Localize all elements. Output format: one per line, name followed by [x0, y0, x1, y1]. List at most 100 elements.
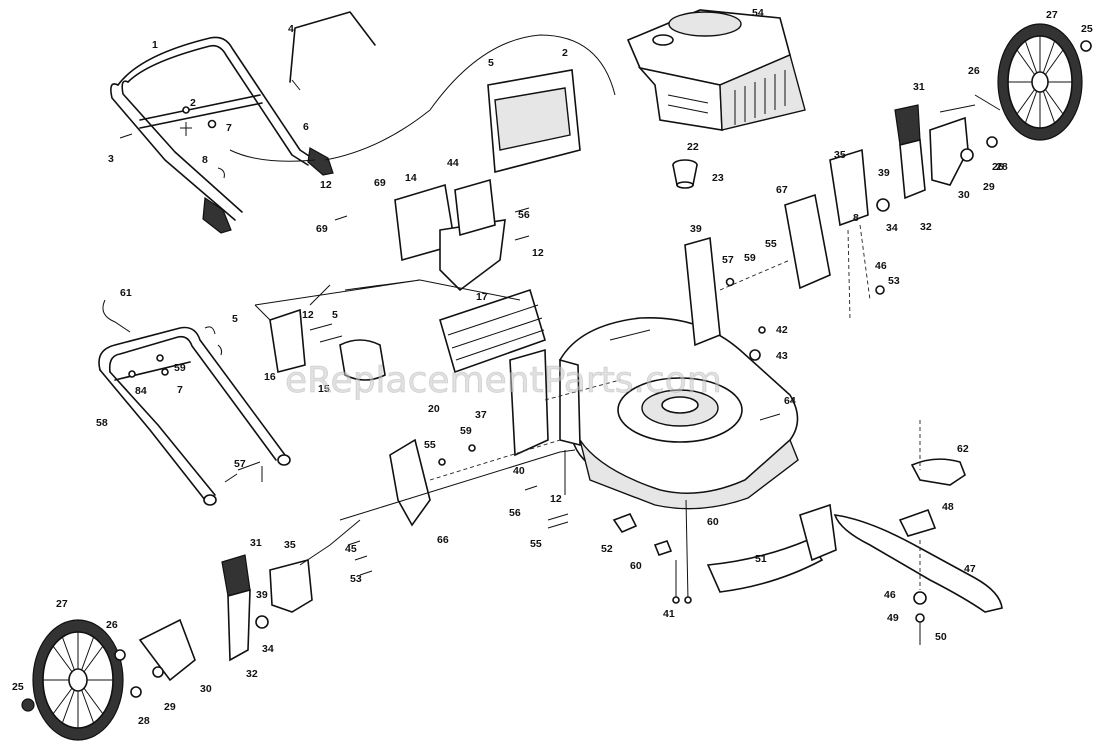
part-labels: 1 2 2 3 4 5 5 5 6 7 7 8 8 12 12 12 12 14…	[12, 7, 1093, 727]
label-25: 25	[1081, 23, 1093, 35]
label-60: 60	[707, 516, 719, 528]
label-22: 22	[687, 141, 699, 153]
label-6: 6	[303, 121, 309, 133]
label-8: 8	[202, 154, 208, 166]
label-32: 32	[246, 668, 258, 680]
label-2: 2	[190, 97, 196, 109]
label-7: 7	[226, 122, 232, 134]
label-41: 41	[663, 608, 675, 620]
label-30: 30	[958, 189, 970, 201]
label-7: 7	[177, 384, 183, 396]
rear-wheel-right	[997, 23, 1092, 141]
label-40: 40	[513, 465, 525, 477]
label-55: 55	[765, 238, 777, 250]
small-hardware	[309, 207, 885, 604]
mower-deck	[559, 316, 799, 510]
label-26: 26	[992, 161, 1004, 173]
label-64: 64	[784, 395, 796, 407]
label-60: 60	[630, 560, 642, 572]
height-adjuster-right	[829, 94, 1001, 321]
label-52: 52	[601, 543, 613, 555]
label-56: 56	[518, 209, 530, 221]
label-46: 46	[875, 260, 887, 272]
label-46: 46	[884, 589, 896, 601]
engine	[626, 9, 806, 189]
label-56: 56	[509, 507, 521, 519]
label-8: 8	[853, 212, 859, 224]
label-55: 55	[530, 538, 542, 550]
label-30: 30	[200, 683, 212, 695]
label-15: 15	[318, 383, 330, 395]
label-14: 14	[405, 172, 417, 184]
label-50: 50	[935, 631, 947, 643]
label-12: 12	[532, 247, 544, 259]
rear-wheel-left	[21, 619, 124, 741]
watermark: eReplacementParts.com	[285, 360, 722, 401]
label-39: 39	[690, 223, 702, 235]
label-34: 34	[886, 222, 898, 234]
label-55: 55	[424, 439, 436, 451]
label-31: 31	[913, 81, 925, 93]
label-35: 35	[834, 149, 846, 161]
label-32: 32	[920, 221, 932, 233]
label-16: 16	[264, 371, 276, 383]
label-69: 69	[316, 223, 328, 235]
label-62: 62	[957, 443, 969, 455]
rear-door-assembly	[254, 69, 581, 381]
label-58: 58	[96, 417, 108, 429]
label-66: 66	[437, 534, 449, 546]
label-34: 34	[262, 643, 274, 655]
label-44: 44	[447, 157, 459, 169]
label-42: 42	[776, 324, 788, 336]
label-25: 25	[12, 681, 24, 693]
label-61: 61	[120, 287, 132, 299]
label-51: 51	[755, 553, 767, 565]
label-47: 47	[964, 563, 976, 575]
label-35: 35	[284, 539, 296, 551]
label-84: 84	[135, 385, 147, 397]
blade-assembly	[833, 420, 1003, 645]
label-5: 5	[488, 57, 494, 69]
label-37: 37	[475, 409, 487, 421]
label-26: 26	[968, 65, 980, 77]
label-31: 31	[250, 537, 262, 549]
label-29: 29	[983, 181, 995, 193]
label-59: 59	[460, 425, 472, 437]
label-49: 49	[887, 612, 899, 624]
label-12: 12	[302, 309, 314, 321]
label-59: 59	[744, 252, 756, 264]
label-69: 69	[374, 177, 386, 189]
axle-brackets	[339, 193, 831, 527]
label-28: 28	[138, 715, 150, 727]
lower-handle	[98, 299, 291, 506]
label-53: 53	[888, 275, 900, 287]
label-17: 17	[476, 291, 488, 303]
label-28: 28	[996, 161, 1008, 173]
label-54: 54	[752, 7, 764, 19]
label-2: 2	[562, 47, 568, 59]
label-59: 59	[174, 362, 186, 374]
label-12: 12	[550, 493, 562, 505]
label-57: 57	[234, 458, 246, 470]
label-39: 39	[878, 167, 890, 179]
control-bail	[289, 11, 376, 91]
label-12: 12	[320, 179, 332, 191]
label-67: 67	[776, 184, 788, 196]
label-1: 1	[152, 39, 158, 51]
mulch-plug	[706, 503, 837, 593]
label-23: 23	[712, 172, 724, 184]
label-48: 48	[942, 501, 954, 513]
label-45: 45	[345, 543, 357, 555]
height-adjuster-left	[114, 519, 361, 698]
label-27: 27	[56, 598, 68, 610]
label-29: 29	[164, 701, 176, 713]
label-27: 27	[1046, 9, 1058, 21]
label-3: 3	[108, 153, 114, 165]
label-39: 39	[256, 589, 268, 601]
label-4: 4	[288, 23, 294, 35]
label-43: 43	[776, 350, 788, 362]
label-20: 20	[428, 403, 440, 415]
throttle-cable	[229, 34, 616, 162]
label-53: 53	[350, 573, 362, 585]
